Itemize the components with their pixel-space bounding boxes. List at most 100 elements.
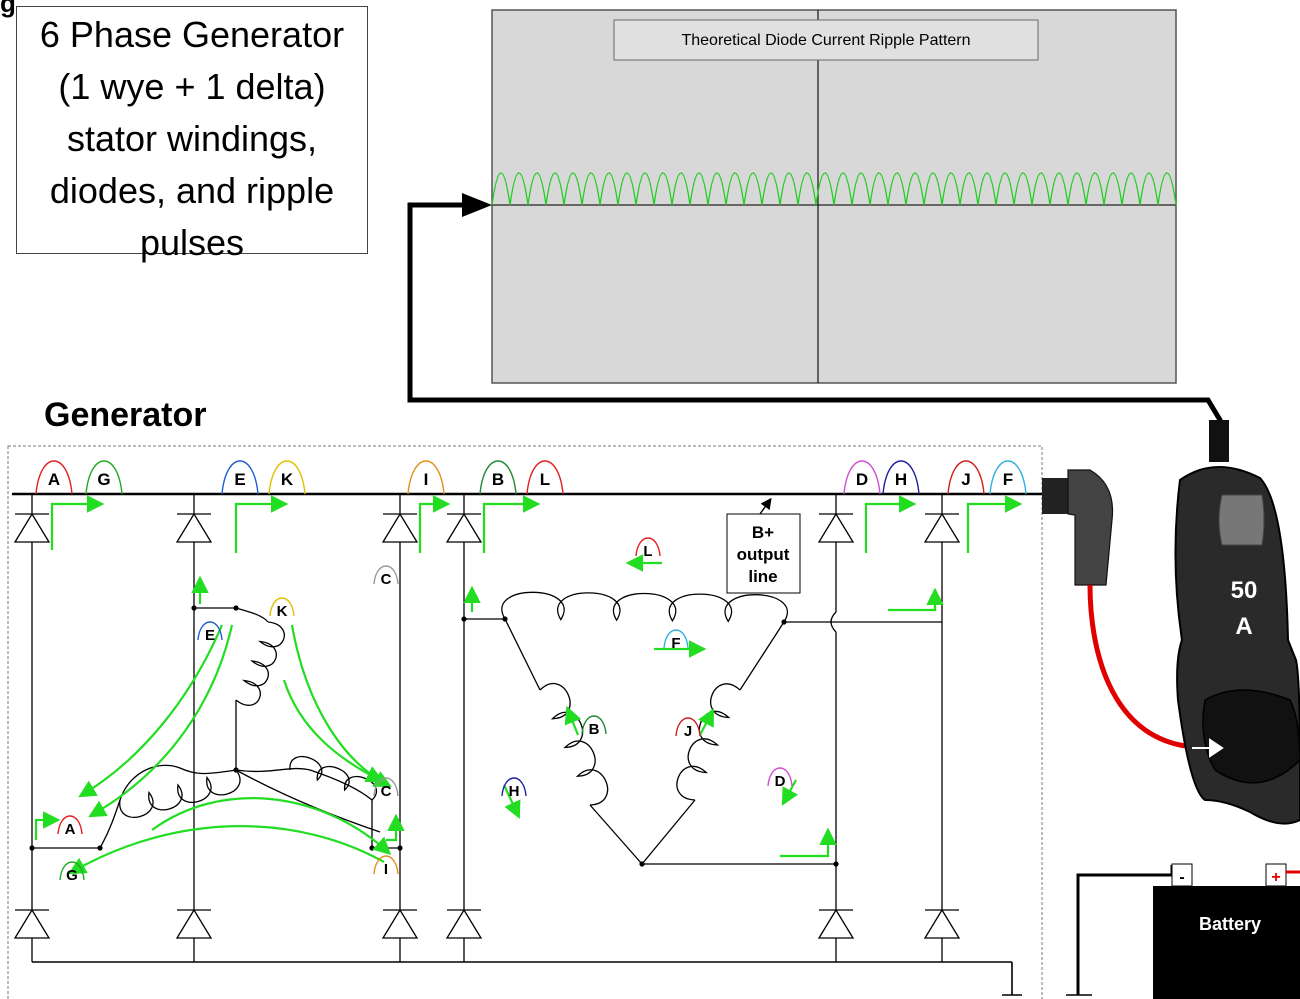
phase-pulse-h [882, 460, 920, 495]
phase-label-k: K [281, 470, 294, 489]
title-box: 6 Phase Generator (1 wye + 1 delta) stat… [16, 6, 368, 263]
bplus-pointer [759, 497, 772, 515]
delta-label-f-bump-icon [663, 629, 689, 649]
phase-label-h: H [895, 470, 907, 489]
phase-pulse-j [947, 460, 985, 495]
phase-pulse-b [479, 460, 517, 495]
wye-label-a: A [65, 821, 76, 838]
phase-label-l: L [540, 470, 550, 489]
delta-label-d-bump-icon [767, 767, 793, 787]
clamp-reading-value: 50 [1231, 577, 1258, 604]
diode-icon [381, 908, 419, 939]
diode-icon [445, 908, 483, 939]
wye-coils [119, 621, 378, 818]
diode-icon [13, 908, 51, 939]
bplus-label-box [726, 513, 801, 594]
wye-label-c: C [381, 571, 392, 588]
phase-pulse-i [407, 460, 445, 495]
phase-pulse-a [35, 460, 73, 495]
delta-label-j: J [684, 723, 692, 740]
phase-pulse-k [268, 460, 306, 495]
winding-labels: C K E C A G I L F B H J D [57, 537, 793, 884]
phase-pulse-f [989, 460, 1027, 495]
diode-icon [923, 908, 961, 939]
diode-icon [175, 908, 213, 939]
scope-screen [491, 9, 1177, 384]
probe-arrow-head [462, 193, 492, 217]
wye-label-i: I [384, 861, 388, 878]
phase-pulse-e [221, 460, 259, 495]
wye-label-a-bump-icon [57, 815, 83, 835]
rectifier-legs [31, 494, 943, 962]
title-line-5: pulses [139, 222, 245, 263]
generator-heading: Generator [44, 396, 207, 434]
delta-label-h: H [509, 783, 520, 800]
wye-winding [32, 607, 400, 849]
delta-coils [501, 591, 788, 806]
battery-body [1153, 886, 1300, 999]
wye-label-e: E [205, 627, 215, 644]
delta-label-f: F [671, 635, 680, 652]
delta-label-j-bump-icon [675, 717, 701, 737]
diode-icon [13, 512, 51, 543]
wye-junctions [29, 605, 403, 851]
coil-icon [539, 682, 609, 806]
current-flow-arrows [34, 495, 1023, 875]
battery-pos-sign: + [1271, 869, 1280, 886]
delta-label-b: B [589, 721, 600, 738]
bplus-label-line1: B+ [752, 523, 774, 542]
delta-label-h-bump-icon [501, 777, 527, 797]
delta-label-l: L [643, 543, 652, 560]
delta-label-d: D [775, 773, 786, 790]
corner-text: g [0, 0, 16, 18]
diode-icon [817, 908, 855, 939]
delta-label-l-bump-icon [635, 537, 661, 557]
wye-label-e-bump-icon [197, 621, 223, 641]
phase-label-b: B [492, 470, 504, 489]
delta-junctions [461, 616, 839, 867]
phase-label-f: F [1003, 470, 1013, 489]
coil-icon [235, 621, 285, 706]
battery-label: Battery [1199, 914, 1261, 934]
diode-icon [923, 512, 961, 543]
phase-pulses [35, 460, 1027, 495]
wye-label-c-bump-icon [373, 777, 399, 797]
title-line-4: diodes, and ripple [49, 170, 335, 211]
coil-icon [119, 769, 241, 818]
wye-label-g-bump-icon [59, 861, 85, 881]
delta-winding [464, 618, 942, 866]
wye-label-k: K [277, 603, 288, 620]
generator-boundary [7, 445, 1043, 999]
title-line-2: (1 wye + 1 delta) [58, 66, 326, 107]
diodes [13, 512, 961, 939]
clamp-reading-unit: A [1235, 613, 1252, 640]
phase-pulse-d [843, 460, 881, 495]
scope-label: Theoretical Diode Current Ripple Pattern [681, 32, 970, 49]
phase-label-e: E [234, 470, 245, 489]
wye-label-k-bump-icon [269, 597, 295, 617]
wye-label-c: C [381, 783, 392, 800]
diode-icon [817, 512, 855, 543]
ripple-trace [491, 172, 1177, 206]
phase-label-d: D [856, 470, 868, 489]
wye-label-i-bump-icon [373, 855, 399, 875]
battery-neg-sign: - [1179, 869, 1184, 886]
wye-label-c-bump-icon [373, 565, 399, 585]
coil-icon [676, 683, 741, 801]
output-terminal [1042, 469, 1114, 586]
title-line-3: stator windings, [66, 118, 318, 159]
phase-pulse-l [526, 460, 564, 495]
wye-label-g: G [66, 867, 78, 884]
clamp-meter: 50 A [1174, 420, 1300, 825]
diode-icon [175, 512, 213, 543]
title-line-1: 6 Phase Generator [39, 14, 345, 55]
oscilloscope: Theoretical Diode Current Ripple Pattern [491, 9, 1177, 384]
phase-label-i: I [424, 470, 429, 489]
phase-label-g: G [97, 470, 110, 489]
battery: - + Battery [1066, 863, 1300, 999]
delta-label-b-bump-icon [581, 715, 607, 735]
diode-icon [445, 512, 483, 543]
diode-icon [381, 512, 419, 543]
bplus-label-line3: line [748, 567, 777, 586]
